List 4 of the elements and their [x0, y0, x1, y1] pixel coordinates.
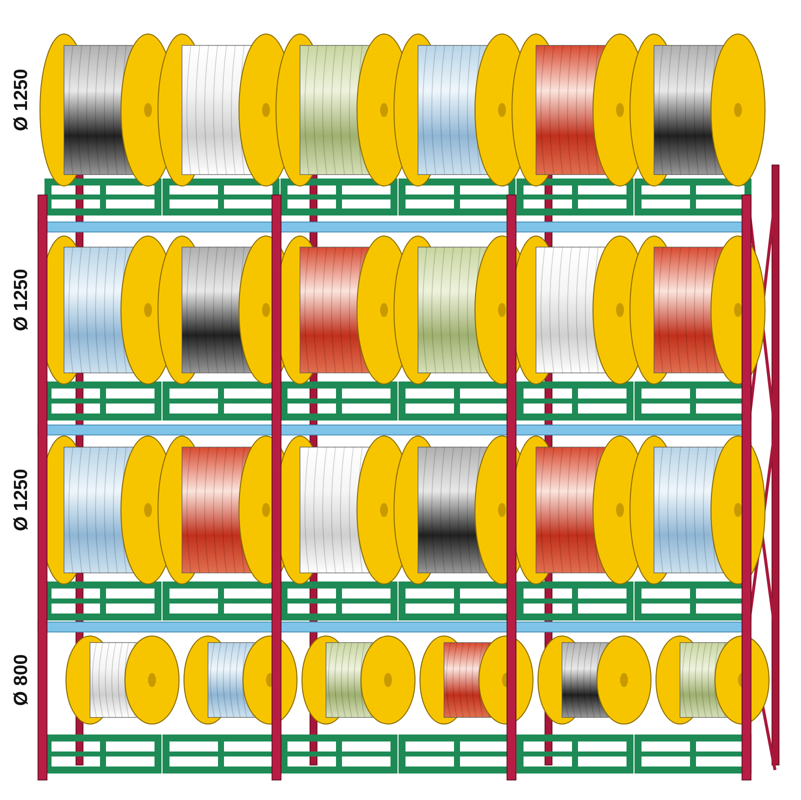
dimension-label: Ø 1250	[11, 68, 33, 134]
dimension-label: Ø 1250	[11, 268, 33, 334]
dimension-label: Ø 1250	[11, 468, 33, 534]
dimension-label: Ø 800	[11, 653, 33, 708]
